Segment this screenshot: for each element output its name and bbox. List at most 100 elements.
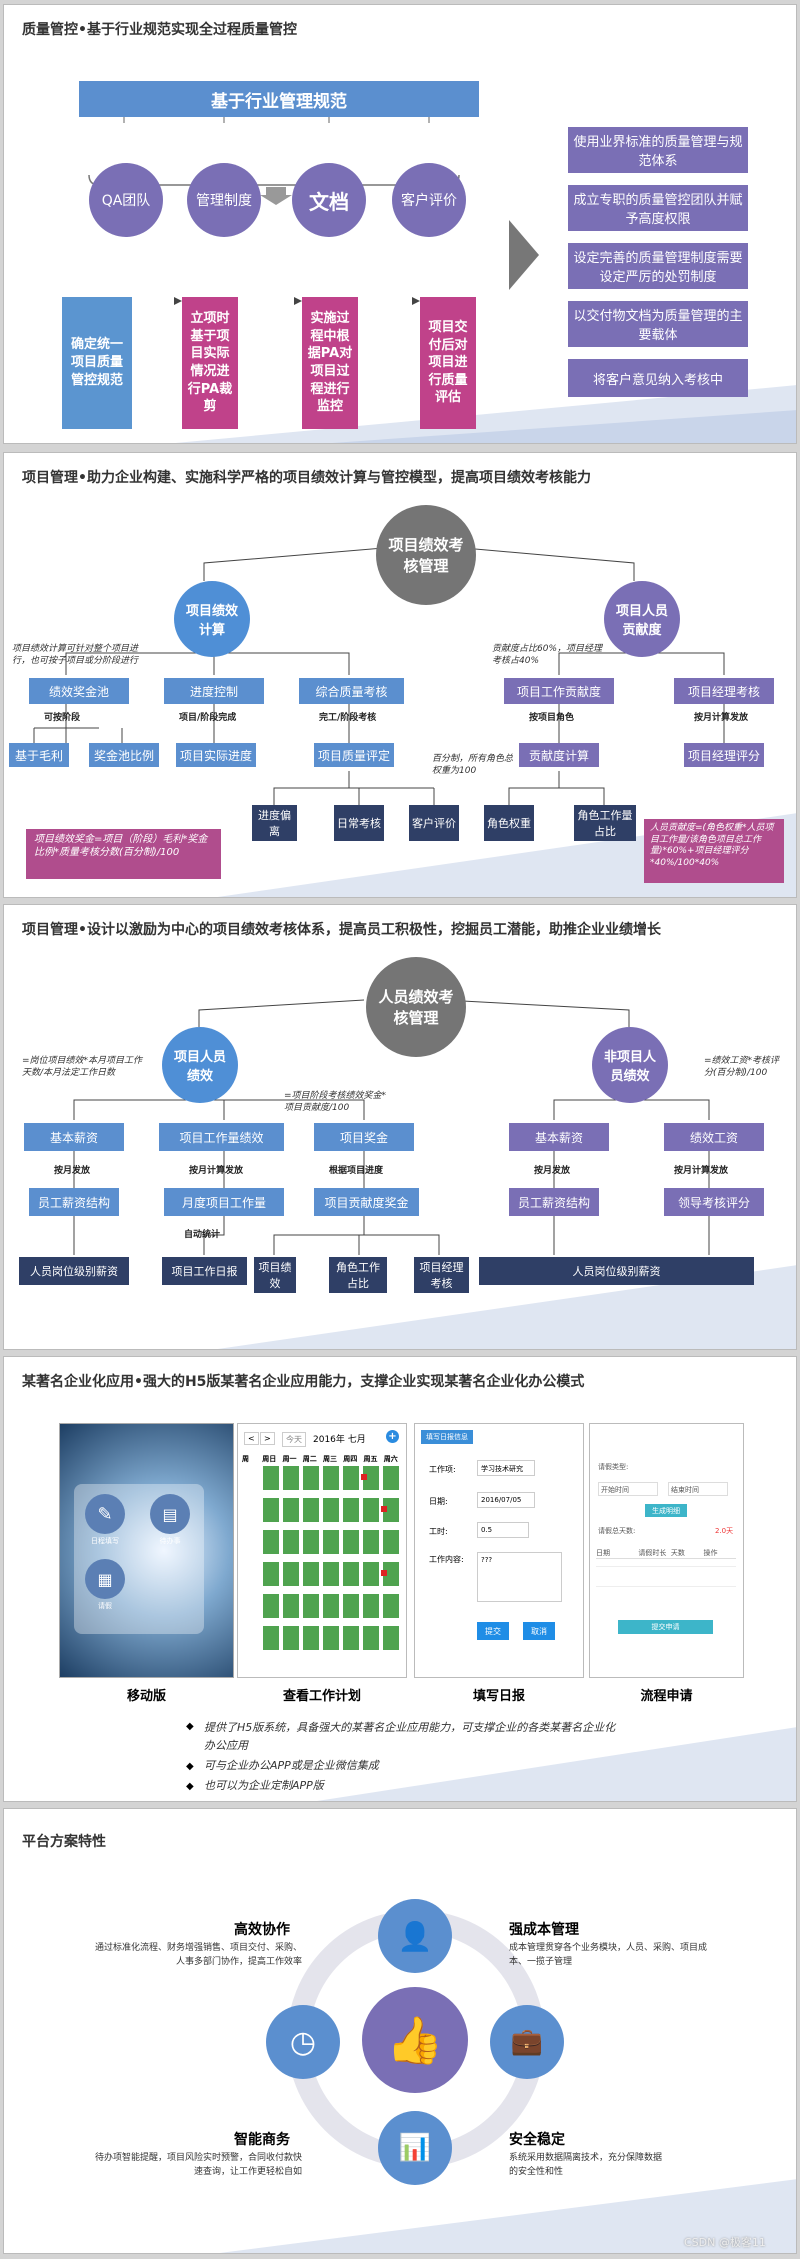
field-label: 工作内容: — [429, 1555, 464, 1564]
add-icon[interactable]: + — [386, 1430, 399, 1443]
pool-ratio-box: 奖金池比例 — [89, 743, 159, 767]
label-monthly-2: 按月发放 — [534, 1166, 571, 1176]
np-position-salary-box: 人员岗位级别薪资 — [479, 1257, 754, 1285]
schedule-dev-box: 进度偏离 — [252, 805, 297, 841]
hours-select[interactable]: 0.5 — [477, 1522, 529, 1538]
day-header: 周六 — [383, 1455, 398, 1463]
label-role: 按项目角色 — [529, 713, 575, 723]
month-label: 2016年 七月 — [313, 1435, 366, 1445]
right-item-5: 将客户意见纳入考核中 — [568, 359, 748, 397]
standard-box: 确定统一项目质量管控规范 — [62, 297, 132, 429]
formula-ribbon-right: 人员贡献度=(角色权重*人员项目工作量/该角色项目总工作量)*60%+项目经理评… — [644, 819, 784, 883]
submit-request-button[interactable]: 提交申请 — [618, 1620, 713, 1634]
label-auto-stat: 自动统计 — [184, 1230, 221, 1240]
right-item-3: 设定完善的质量管理制度需要设定严厉的处罚制度 — [568, 243, 748, 289]
table-header: 日期请假时长天数操作 — [596, 1548, 736, 1559]
quality-eval-box: 项目质量评定 — [314, 743, 394, 767]
bullet-marker: ◆ — [186, 1781, 194, 1792]
day-header: 周 — [242, 1455, 249, 1463]
base-salary-box: 基本薪资 — [24, 1123, 124, 1151]
pm-review-box: 项目经理考核 — [414, 1257, 469, 1293]
note-middle: =项目阶段考核绩效奖金*项目贡献度/100 — [284, 1091, 387, 1114]
label-monthly-1: 按月发放 — [54, 1166, 91, 1176]
progress-box: 进度控制 — [164, 678, 264, 704]
calc-circle: 项目绩效计算 — [174, 581, 250, 657]
caption-report: 填写日报 — [472, 1689, 525, 1704]
section-title: 平台方案特性 — [22, 1834, 106, 1850]
management-circle: 管理制度 — [187, 163, 261, 237]
non-project-staff-circle: 非项目人员绩效 — [592, 1027, 668, 1103]
prev-button[interactable]: < — [244, 1432, 259, 1445]
day-header: 周一 — [282, 1455, 297, 1463]
right-item-2: 成立专职的质量管控团队并赋予高度权限 — [568, 185, 748, 231]
monthly-workload-box: 月度项目工作量 — [164, 1188, 284, 1216]
salary-structure-box: 员工薪资结构 — [29, 1188, 119, 1216]
customer-circle: 客户评价 — [392, 163, 466, 237]
contribution-circle: 项目人员贡献度 — [604, 581, 680, 657]
role-weight-box: 角色权重 — [484, 805, 534, 841]
tree-connectors — [73, 999, 796, 1349]
start-time-input[interactable]: 开始时间 — [598, 1482, 658, 1496]
team-icon: 👤 — [378, 1899, 452, 1973]
document-circle: 文档 — [292, 163, 366, 237]
end-time-input[interactable]: 结束时间 — [668, 1482, 728, 1496]
customer-eval-box: 客户评价 — [409, 805, 459, 841]
perf-salary-box: 绩效工资 — [664, 1123, 764, 1151]
schedule-label: 日程填写 — [91, 1537, 119, 1545]
next-button[interactable]: > — [260, 1432, 275, 1445]
section-title: 项目管理•助力企业构建、实施科学严格的项目绩效计算与管控模型，提高项目绩效考核能… — [22, 470, 591, 486]
gross-profit-box: 基于毛利 — [9, 743, 69, 767]
bullet-marker: ◆ — [186, 1761, 194, 1772]
daily-report-box: 项目工作日报 — [162, 1257, 247, 1285]
leave-icon[interactable]: ▦ — [85, 1559, 125, 1599]
np-base-salary-box: 基本薪资 — [509, 1123, 609, 1151]
schedule-icon[interactable]: ✎ — [85, 1494, 125, 1534]
root-circle: 人员绩效考核管理 — [366, 957, 466, 1057]
role-workload-box: 角色工作量占比 — [574, 805, 636, 841]
label-monthly: 按月计算发放 — [694, 713, 749, 723]
label-monthly-calc-2: 按月计算发放 — [674, 1166, 729, 1176]
contribution-bonus-box: 项目贡献度奖金 — [314, 1188, 419, 1216]
submit-button[interactable]: 提交 — [477, 1622, 509, 1640]
work-item-input[interactable]: 学习技术研究 — [477, 1460, 535, 1476]
day-header: 周五 — [363, 1455, 378, 1463]
leave-label: 请假 — [98, 1602, 112, 1610]
np-salary-structure-box: 员工薪资结构 — [509, 1188, 599, 1216]
feature-3-desc: 待办项智能提醒，项目风险实时预警，合同收付款快速查询，让工作更轻松自如 — [94, 2153, 302, 2178]
personnel-performance-section: 项目管理•设计以激励为中心的项目绩效考核体系，提高员工积极性，挖掘员工潜能，助推… — [3, 904, 797, 1350]
leave-type-label: 请假类型: — [598, 1463, 629, 1471]
event-marker — [361, 1474, 367, 1480]
cancel-button[interactable]: 取消 — [523, 1622, 555, 1640]
bullet-3: 也可以为企业定制APP版 — [204, 1779, 324, 1792]
generate-button[interactable]: 生成明细 — [645, 1504, 687, 1517]
event-marker — [381, 1506, 387, 1512]
bullet-2: 可与企业办公APP或是企业微信集成 — [204, 1759, 379, 1772]
day-header: 周三 — [323, 1455, 337, 1463]
bullet-marker: ◆ — [186, 1721, 194, 1732]
feature-3-title: 智能商务 — [234, 2132, 290, 2148]
todo-icon[interactable]: ▤ — [150, 1494, 190, 1534]
features-section: 平台方案特性 👍 👤 ◷ 💼 📊 高效协作 通过标准化流程、财务增强销售、项目交… — [3, 1808, 797, 2254]
step-box-1: 立项时基于项目实际情况进行PA裁剪 — [182, 297, 238, 429]
total-days-value: 2.0天 — [715, 1527, 734, 1535]
leader-review-box: 领导考核评分 — [664, 1188, 764, 1216]
col-header: 请假时长 — [638, 1549, 667, 1557]
content-textarea[interactable]: ??? — [477, 1552, 562, 1602]
bg-wave — [317, 1727, 796, 1801]
contribution-calc-box: 贡献度计算 — [519, 743, 599, 767]
pm-score-box: 项目经理评分 — [684, 743, 764, 767]
feature-4-desc: 系统采用数据隔离技术，充分保障数据的安全性和性 — [509, 2153, 663, 2178]
step-box-2: 实施过程中根据PA对项目过程进行监控 — [302, 297, 358, 429]
today-button[interactable]: 今天 — [282, 1432, 306, 1447]
date-input[interactable]: 2016/07/05 — [477, 1492, 535, 1508]
note-middle: 百分制，所有角色总权重为100 — [432, 754, 514, 777]
watermark: CSDN @极客11 — [684, 2236, 766, 2249]
header-bar: 基于行业管理规范 — [79, 81, 479, 117]
qa-team-circle: QA团队 — [89, 163, 163, 237]
project-perf-box: 项目绩效 — [254, 1257, 296, 1293]
root-circle: 项目绩效考核管理 — [376, 505, 476, 605]
section-title: 项目管理•设计以激励为中心的项目绩效考核体系，提高员工积极性，挖掘员工潜能，助推… — [22, 922, 661, 938]
note-left: 项目绩效计算可针对整个项目进行，也可按子项目或分阶段进行 — [12, 644, 139, 667]
bullet-1: 提供了H5版系统，具备强大的某著名企业应用能力，可支撑企业的各类某著名企业化办公… — [204, 1721, 616, 1752]
daily-review-box: 日常考核 — [334, 805, 384, 841]
